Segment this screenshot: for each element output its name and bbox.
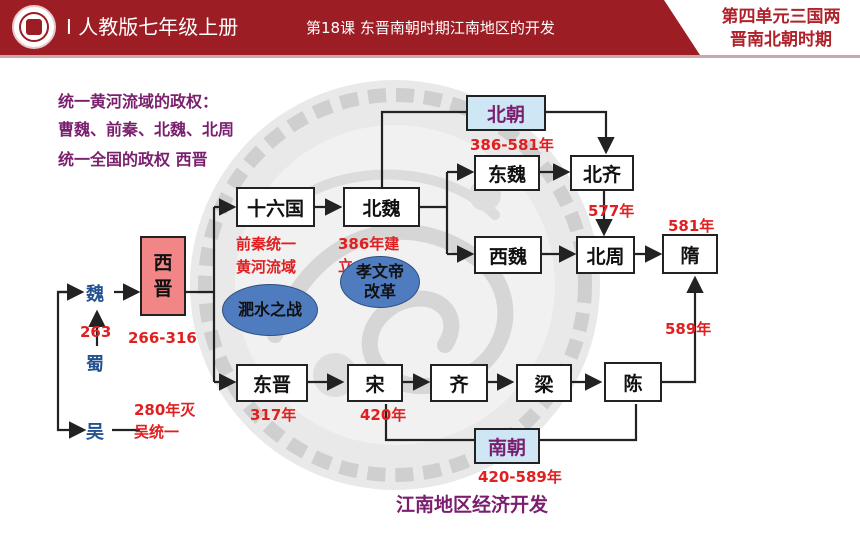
year-577: 577年 [588, 202, 635, 220]
box-liang: 梁 [516, 364, 572, 402]
unit-title-line2: 晋南北朝时期 [730, 30, 832, 50]
header-divider [0, 55, 860, 58]
year-280-line2: 吴统一 [134, 423, 180, 441]
note-regimes: 曹魏、前秦、北魏、北周 [58, 120, 235, 139]
year-263: 263 [80, 323, 112, 341]
box-chen: 陈 [604, 362, 662, 402]
beiwei-year-line1: 386年建 [338, 235, 400, 253]
box-shiliuguo: 十六国 [236, 187, 315, 227]
box-beizhou: 北周 [576, 236, 635, 274]
kingdom-wei: 魏 [86, 284, 104, 305]
box-beiwei: 北魏 [343, 187, 420, 227]
song-year: 420年 [360, 406, 407, 424]
box-dongjin: 东晋 [236, 364, 308, 402]
kingdom-shu: 蜀 [86, 354, 104, 375]
box-beiqi: 北齐 [570, 155, 634, 191]
book-title: I 人教版七年级上册 [66, 15, 239, 39]
jiangnan-development: 江南地区经济开发 [396, 494, 549, 516]
box-nanchao: 南朝 [474, 428, 540, 464]
xijin-years: 266-316 [128, 329, 197, 347]
beichao-years: 386-581年 [470, 136, 554, 154]
box-beichao: 北朝 [466, 95, 546, 131]
qianqin-line2: 黄河流域 [236, 258, 297, 276]
year-581: 581年 [668, 217, 715, 235]
xijin-char2: 晋 [153, 278, 173, 300]
note-yellow-river: 统一黄河流域的政权： [58, 92, 219, 111]
school-logo-icon [12, 5, 56, 49]
xiaowen-line1: 孝文帝 [355, 262, 404, 281]
unit-title-line1: 第四单元三国两 [721, 7, 841, 27]
unit-badge [664, 0, 860, 55]
year-280-line1: 280年灭 [134, 401, 196, 419]
box-song: 宋 [347, 364, 403, 402]
qianqin-line1: 前秦统一 [236, 235, 297, 253]
ellipse-feishui: 淝水之战 [222, 284, 318, 336]
note-unified: 统一全国的政权 西晋 [58, 150, 208, 169]
year-589: 589年 [665, 320, 712, 338]
box-dongwei: 东魏 [474, 155, 540, 191]
box-qi: 齐 [430, 364, 488, 402]
box-xiwei: 西魏 [474, 236, 542, 274]
xiaowen-line2: 改革 [363, 282, 396, 301]
lesson-title: 第18课 东晋南朝时期江南地区的开发 [306, 19, 555, 37]
ellipse-xiaowen: 孝文帝 改革 [340, 256, 420, 308]
nanchao-years: 420-589年 [478, 468, 562, 486]
kingdom-wu: 吴 [86, 422, 104, 443]
box-xijin: 西 晋 [140, 236, 186, 316]
box-sui: 隋 [662, 234, 718, 274]
xijin-char1: 西 [153, 252, 173, 274]
dongjin-year: 317年 [250, 406, 297, 424]
